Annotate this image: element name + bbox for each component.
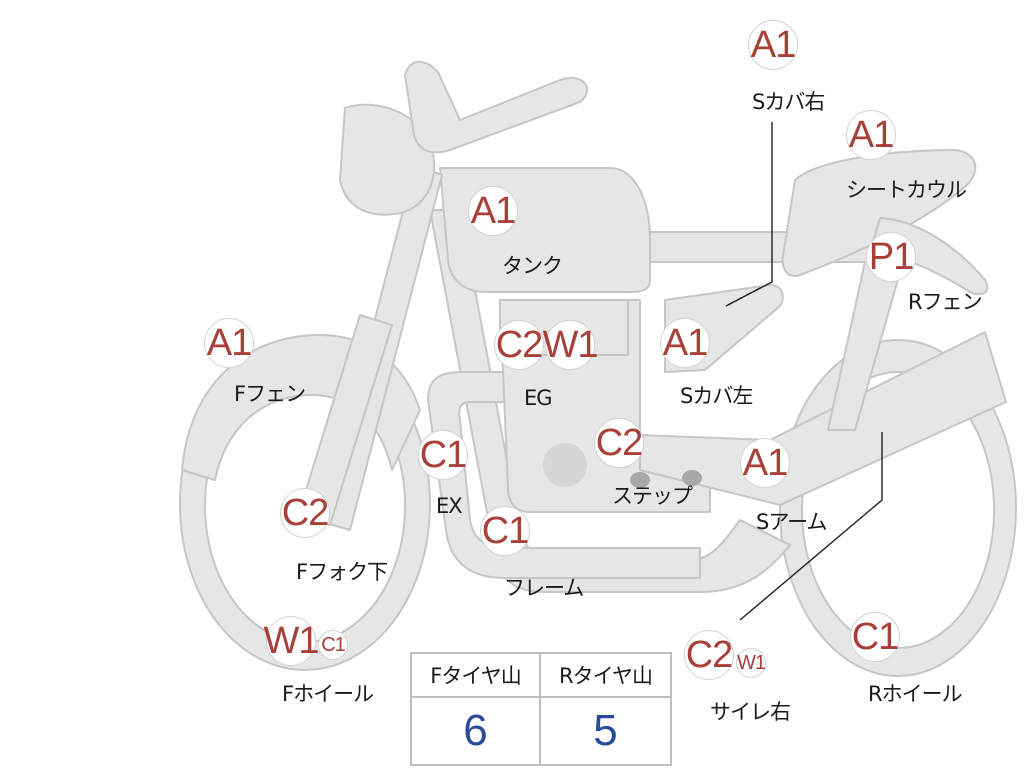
tire-table-header-front: Fタイヤ山 (412, 654, 541, 698)
badge-f-wheel-0: W1 (264, 616, 320, 666)
label-frame: フレーム (504, 576, 584, 600)
label-exhaust: EX (436, 494, 463, 518)
label-step: ステップ (612, 484, 693, 508)
label-s-cover-left: Sカバ左 (680, 384, 753, 408)
label-swing-arm: Sアーム (756, 510, 827, 534)
leader-line-s-cover-right-dash (725, 287, 761, 307)
badge-muffler-right-1: W1 (736, 648, 766, 678)
tire-table-value-front: 6 (412, 698, 541, 764)
badge-exhaust-0: C1 (418, 430, 468, 480)
badge-muffler-right-0: C2 (684, 630, 734, 680)
label-f-fork-lower: Fフォク下 (296, 560, 388, 584)
headlight-shape (339, 103, 436, 216)
badge-f-fork-lower-0: C2 (280, 488, 330, 538)
badge-swing-arm-0: A1 (740, 438, 790, 488)
tire-table-header-rear: Rタイヤ山 (541, 654, 670, 698)
label-f-fender: Fフェン (234, 382, 306, 406)
badge-frame-0: C1 (480, 506, 530, 556)
badge-seat-cowl-0: A1 (846, 110, 896, 160)
handlebar-shape (404, 60, 589, 154)
badge-r-wheel-0: C1 (850, 612, 900, 662)
badge-s-cover-left-0: A1 (660, 318, 710, 368)
label-r-fender: Rフェン (908, 290, 983, 314)
exhaust-shape (427, 371, 701, 579)
label-r-wheel: Rホイール (868, 682, 963, 706)
badge-engine-1: W1 (543, 320, 599, 370)
badge-engine-0: C2 (494, 320, 544, 370)
label-seat-cowl: シートカウル (846, 178, 967, 202)
engine-crank-shape (543, 443, 587, 487)
leader-line-muffler-right (739, 432, 883, 621)
badge-step-0: C2 (594, 418, 644, 468)
badge-tank-0: A1 (468, 186, 518, 236)
badge-r-fender-0: P1 (866, 232, 916, 282)
badge-f-wheel-1: C1 (318, 630, 348, 660)
label-engine: EG (524, 386, 553, 410)
label-s-cover-right: Sカバ右 (752, 90, 825, 114)
leader-line-s-cover-right (725, 122, 773, 307)
tire-tread-table: Fタイヤ山 Rタイヤ山 6 5 (410, 652, 672, 766)
label-muffler-right: サイレ右 (710, 700, 791, 724)
badge-s-cover-right-0: A1 (748, 20, 798, 70)
tire-table-value-rear: 5 (593, 706, 618, 755)
fork-cover-shape (297, 314, 393, 526)
label-f-wheel: Fホイール (282, 682, 374, 706)
step-peg-right (682, 470, 702, 486)
label-tank: タンク (502, 254, 563, 278)
badge-f-fender-0: A1 (204, 318, 254, 368)
step-peg-left (630, 472, 650, 488)
